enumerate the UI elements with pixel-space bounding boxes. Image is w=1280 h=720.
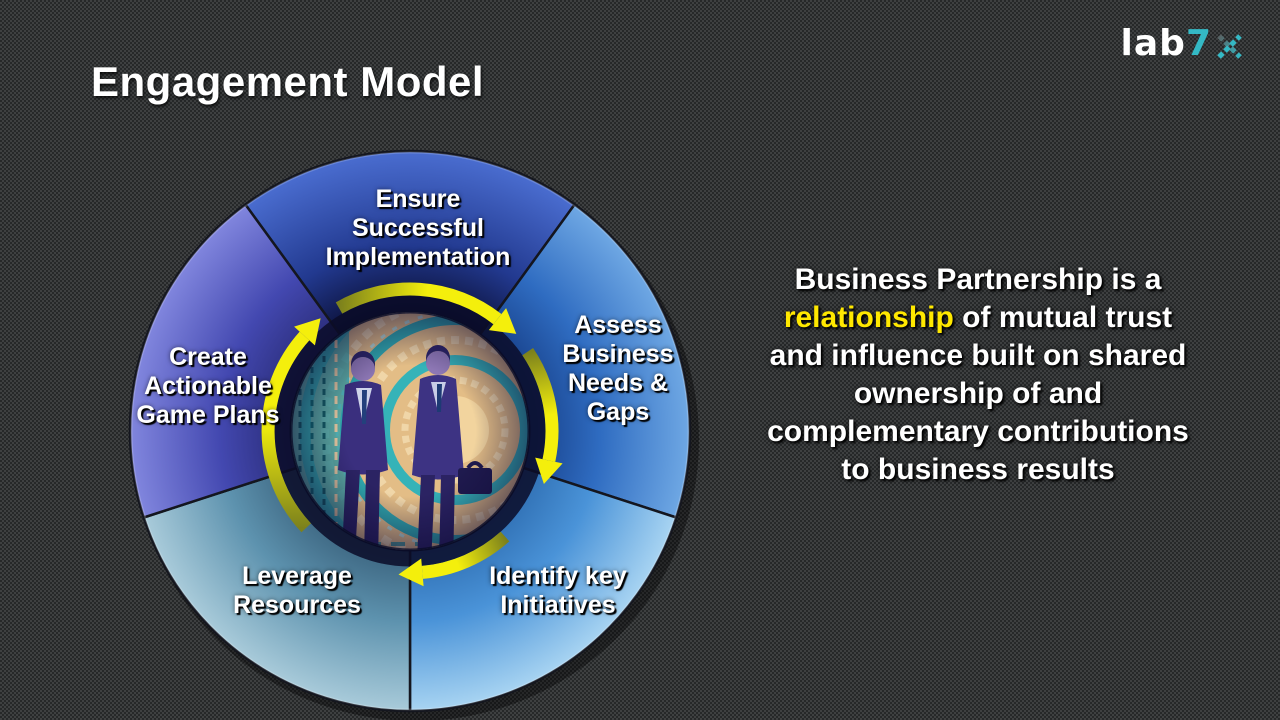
statement-line-5: complementary contributions — [767, 415, 1189, 448]
arrow-right-head — [535, 457, 563, 484]
wheel-segments — [128, 149, 692, 713]
partnership-statement: Business Partnership is a relationship o… — [722, 261, 1234, 489]
arrow-bottom-head — [398, 558, 424, 587]
arrow-top-head — [488, 308, 517, 334]
statement-line-2: of mutual trust — [953, 301, 1173, 334]
segment-label-identify: Identify key Initiatives — [489, 562, 627, 619]
wheel-outer-rim-highlight — [130, 151, 690, 711]
statement-line-6: to business results — [841, 453, 1115, 486]
statement-line-4: ownership of and — [853, 377, 1103, 410]
arrow-left — [261, 331, 311, 533]
arrow-right — [522, 347, 559, 462]
arrow-left-head — [294, 318, 321, 346]
arrow-bottom — [421, 531, 510, 579]
segment-label-create: Create Actionable Game Plans — [136, 343, 280, 429]
statement-highlight: relationship — [783, 301, 954, 334]
photo-edge-ring — [289, 310, 531, 552]
cycle-arrows — [261, 282, 563, 587]
page-title: Engagement Model — [91, 58, 485, 105]
center-dark-ring — [274, 295, 546, 567]
logo-text-lab: lab — [1120, 23, 1186, 64]
logo-text-seven: 7 — [1185, 23, 1211, 64]
arrow-top — [335, 282, 502, 325]
segment-label-leverage: Leverage Resources — [233, 562, 361, 619]
segment-label-assess: Assess Business Needs & Gaps — [562, 311, 674, 426]
statement-line-1: Business Partnership is a — [794, 263, 1162, 296]
segment-label-ensure: Ensure Successful Implementation — [325, 185, 511, 271]
statement-line-3: and influence built on shared — [769, 339, 1187, 372]
logo-x-icon — [1217, 34, 1242, 59]
